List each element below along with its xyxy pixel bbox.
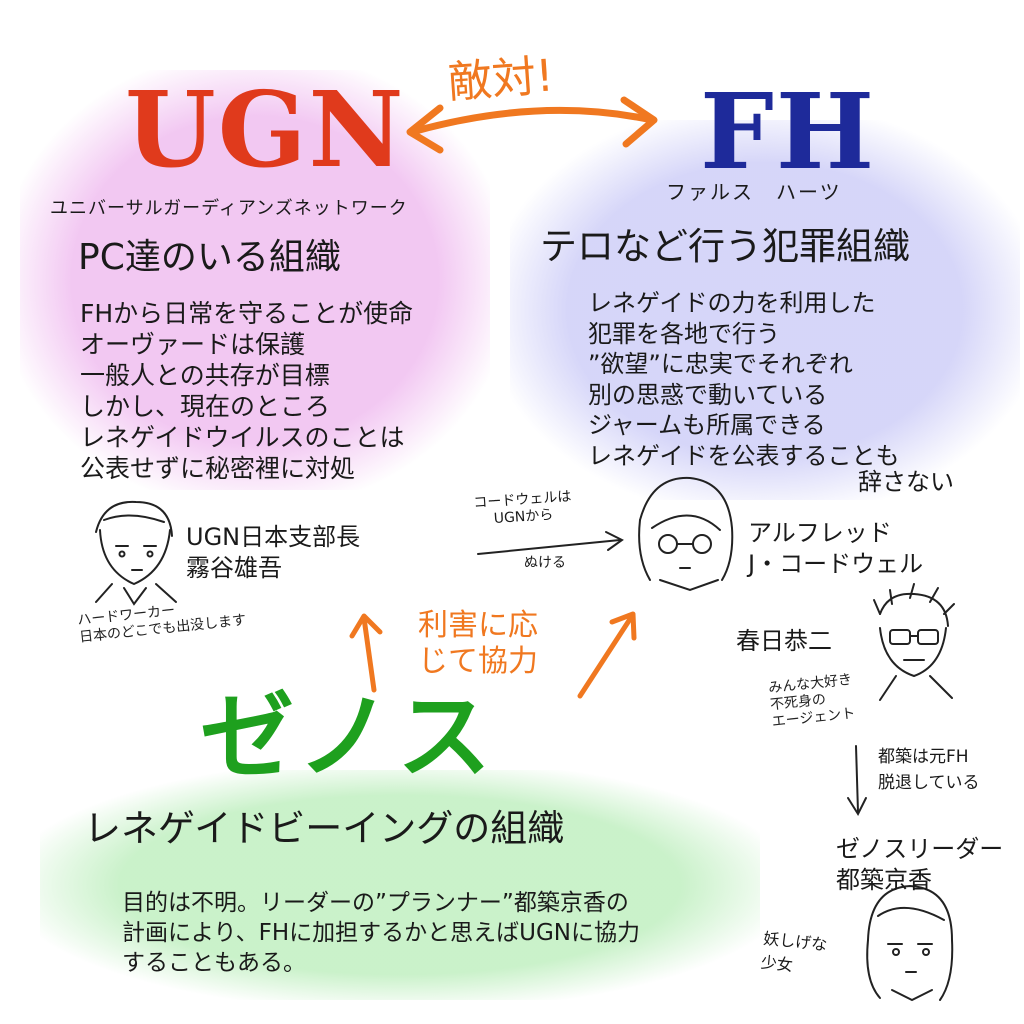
kiritani-name: UGN日本支部長 霧谷雄吾	[186, 523, 361, 582]
kiritani-portrait	[95, 500, 177, 606]
xenos-description: 目的は不明。リーダーの”プランナー”都築京香の 計画により、FHに加担するかと思…	[122, 890, 641, 976]
ugn-background	[20, 70, 490, 490]
cooperation-label: 利害に応じて協力	[418, 608, 538, 679]
miyako-desc-note: 妖しげな 少女	[759, 928, 829, 975]
fh-logo: FH	[700, 70, 877, 193]
ugn-reading: ユニバーサルガーディアンズネットワーク	[50, 198, 408, 219]
fh-reading: ファルス ハーツ	[666, 180, 842, 204]
rivalry-label: 敵対!	[446, 50, 556, 109]
fh-description-last: 辞さない	[858, 468, 954, 496]
cordwell-arrow	[477, 531, 624, 555]
rivalry-arrow	[406, 96, 658, 154]
miyako-down-arrow	[847, 745, 867, 817]
xenos-to-fh-arrow	[577, 611, 637, 699]
cordwell-note-top: コードウェルは UGNから	[472, 488, 572, 528]
ugn-heading: PC達のいる組織	[78, 237, 341, 278]
xenos-heading: レネゲイドビーイングの組織	[84, 807, 565, 850]
alfred-portrait	[638, 476, 734, 592]
ugn-logo: UGN	[125, 68, 406, 191]
ugn-description: FHから日常を守ることが使命 オーヴァードは保護 一般人との共存が目標 しかし、…	[80, 299, 414, 483]
fh-description: レネゲイドの力を利用した 犯罪を各地で行う ”欲望”に忠実でそれぞれ 別の思惑で…	[588, 289, 900, 470]
kasuga-note: みんな大好き 不死身の エージェント	[767, 671, 857, 731]
miyako-note: 都築は元FH 脱退している	[878, 747, 980, 793]
alfred-name: アルフレッド J・コードウェル	[748, 519, 924, 578]
fh-background	[510, 120, 1020, 500]
kasuga-portrait	[873, 583, 955, 701]
cordwell-note-bottom: ぬける	[524, 555, 566, 571]
xenos-to-ugn-arrow	[349, 613, 383, 693]
xenos-background	[40, 770, 760, 1000]
fh-heading: テロなど行う犯罪組織	[540, 225, 910, 268]
kasuga-name: 春日恭二	[736, 627, 832, 655]
miyako-portrait	[866, 884, 954, 1002]
miyako-name: ゼノスリーダー 都築京香	[836, 835, 1004, 894]
xenos-logo: ゼノス	[200, 682, 498, 792]
